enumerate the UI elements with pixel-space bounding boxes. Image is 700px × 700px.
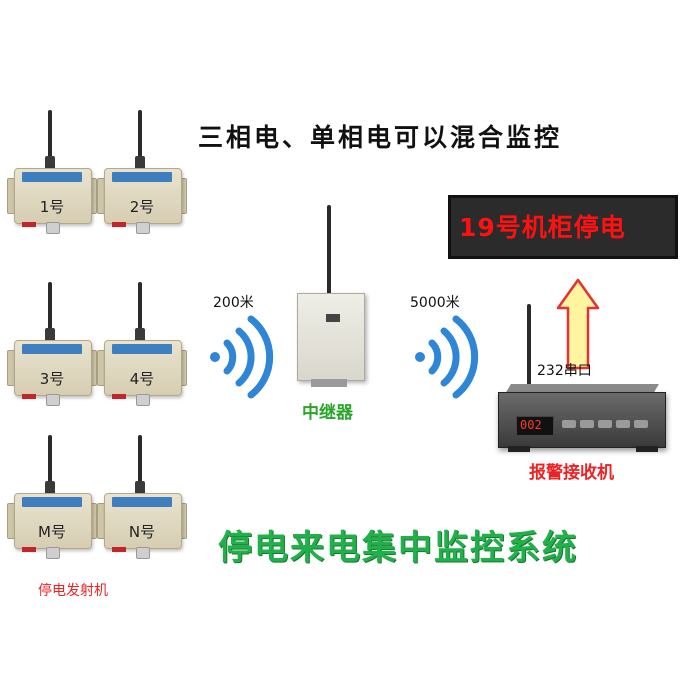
receiver-display: 002: [516, 416, 554, 436]
transmitter-number: 4号: [129, 370, 155, 388]
receiver-antenna-icon: [527, 304, 531, 396]
transmitter-n: N号: [97, 435, 187, 559]
transmitter-caption: 停电发射机: [38, 583, 108, 599]
transmitter-1: 1号: [7, 110, 97, 234]
transmitter-number: M号: [38, 523, 66, 541]
transmitter-number: 1号: [39, 198, 65, 216]
alarm-banner-text: 19号机柜停电: [459, 213, 626, 242]
wireless-signal-right-icon: [415, 315, 479, 399]
receiver-label: 报警接收机: [529, 463, 614, 483]
repeater-label: 中继器: [302, 403, 353, 423]
transmitter-4: 4号: [97, 282, 187, 406]
wireless-signal-left-icon: [210, 315, 274, 399]
transmitter-2: 2号: [97, 110, 187, 234]
transmitter-3: 3号: [7, 282, 97, 406]
repeater-antenna-icon: [327, 205, 331, 297]
receiver-display-value: 002: [520, 418, 542, 432]
antenna-icon: [48, 110, 52, 162]
headline: 三相电、单相电可以混合监控: [198, 123, 563, 152]
arrow-up-icon: [556, 278, 600, 370]
distance-left-label: 200米: [213, 295, 254, 311]
antenna-icon: [138, 282, 142, 334]
serial-port-label: 232串口: [537, 363, 592, 379]
system-title: 停电来电集中监控系统: [218, 528, 578, 568]
repeater-device: [297, 293, 365, 381]
antenna-icon: [138, 435, 142, 487]
alarm-banner: 19号机柜停电: [448, 195, 678, 259]
antenna-icon: [48, 435, 52, 487]
transmitter-number: N号: [128, 523, 156, 541]
antenna-icon: [138, 110, 142, 162]
transmitter-number: 2号: [129, 198, 155, 216]
antenna-icon: [48, 282, 52, 334]
transmitter-m: M号: [7, 435, 97, 559]
transmitter-number: 3号: [39, 370, 65, 388]
distance-right-label: 5000米: [410, 295, 460, 311]
